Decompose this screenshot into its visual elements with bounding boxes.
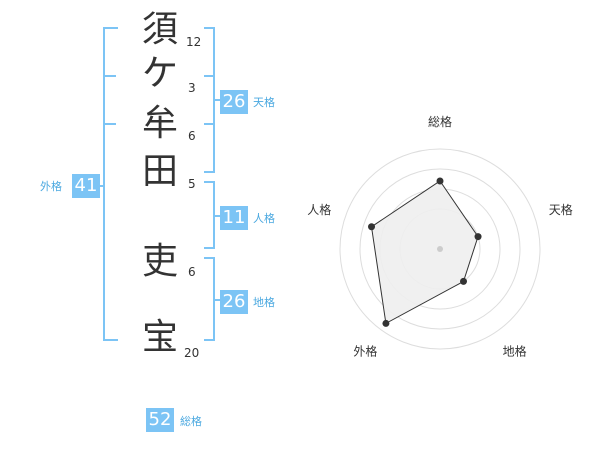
radar-points <box>368 177 482 327</box>
jinkaku-label: 人格 <box>253 212 275 225</box>
jinkaku-value-badge: 11 <box>220 206 248 230</box>
radar-axis-label-3: 地格 <box>503 344 527 359</box>
radar-grid <box>339 148 541 350</box>
stroke-count-3: 6 <box>188 129 196 143</box>
soukaku-label: 総格 <box>180 415 202 428</box>
radar-axis-label-5: 人格 <box>307 202 331 217</box>
radar-grid-ring-3 <box>359 168 521 330</box>
gaikaku-value-badge: 41 <box>72 174 100 198</box>
tenkaku-label: 天格 <box>253 96 275 109</box>
chikaku-label: 地格 <box>253 296 275 309</box>
soukaku-value-badge: 52 <box>146 408 174 432</box>
gaikaku-bracket <box>103 27 118 341</box>
stroke-count-4: 5 <box>188 177 196 191</box>
radar-grid-ring-4 <box>339 148 541 350</box>
radar-point-1 <box>436 177 444 185</box>
name-char-1: 須 <box>141 9 178 50</box>
radar-axis-label-4: 外格 <box>353 344 377 359</box>
stroke-count-6: 20 <box>184 346 200 360</box>
name-char-6: 宝 <box>141 317 178 358</box>
tenkaku-value-badge: 26 <box>220 90 248 114</box>
radar-point-5 <box>368 223 376 231</box>
radar-axis-label-1: 総格 <box>428 114 452 129</box>
radar-polygon <box>370 180 479 325</box>
radar-point-4 <box>382 319 390 327</box>
name-char-3: 牟 <box>141 103 178 144</box>
radar-center-dot <box>437 246 443 252</box>
radar-axis-label-2: 天格 <box>549 202 573 217</box>
name-char-4: 田 <box>141 151 178 192</box>
stroke-count-1: 12 <box>186 35 202 49</box>
radar-point-2 <box>474 233 482 241</box>
stroke-count-2: 3 <box>188 81 196 95</box>
radar-point-3 <box>460 277 468 285</box>
gaikaku-label: 外格 <box>40 180 62 193</box>
stroke-count-5: 6 <box>188 265 196 279</box>
name-char-5: 吏 <box>141 241 178 282</box>
name-char-2: ケ <box>141 53 178 94</box>
chikaku-value-badge: 26 <box>220 290 248 314</box>
